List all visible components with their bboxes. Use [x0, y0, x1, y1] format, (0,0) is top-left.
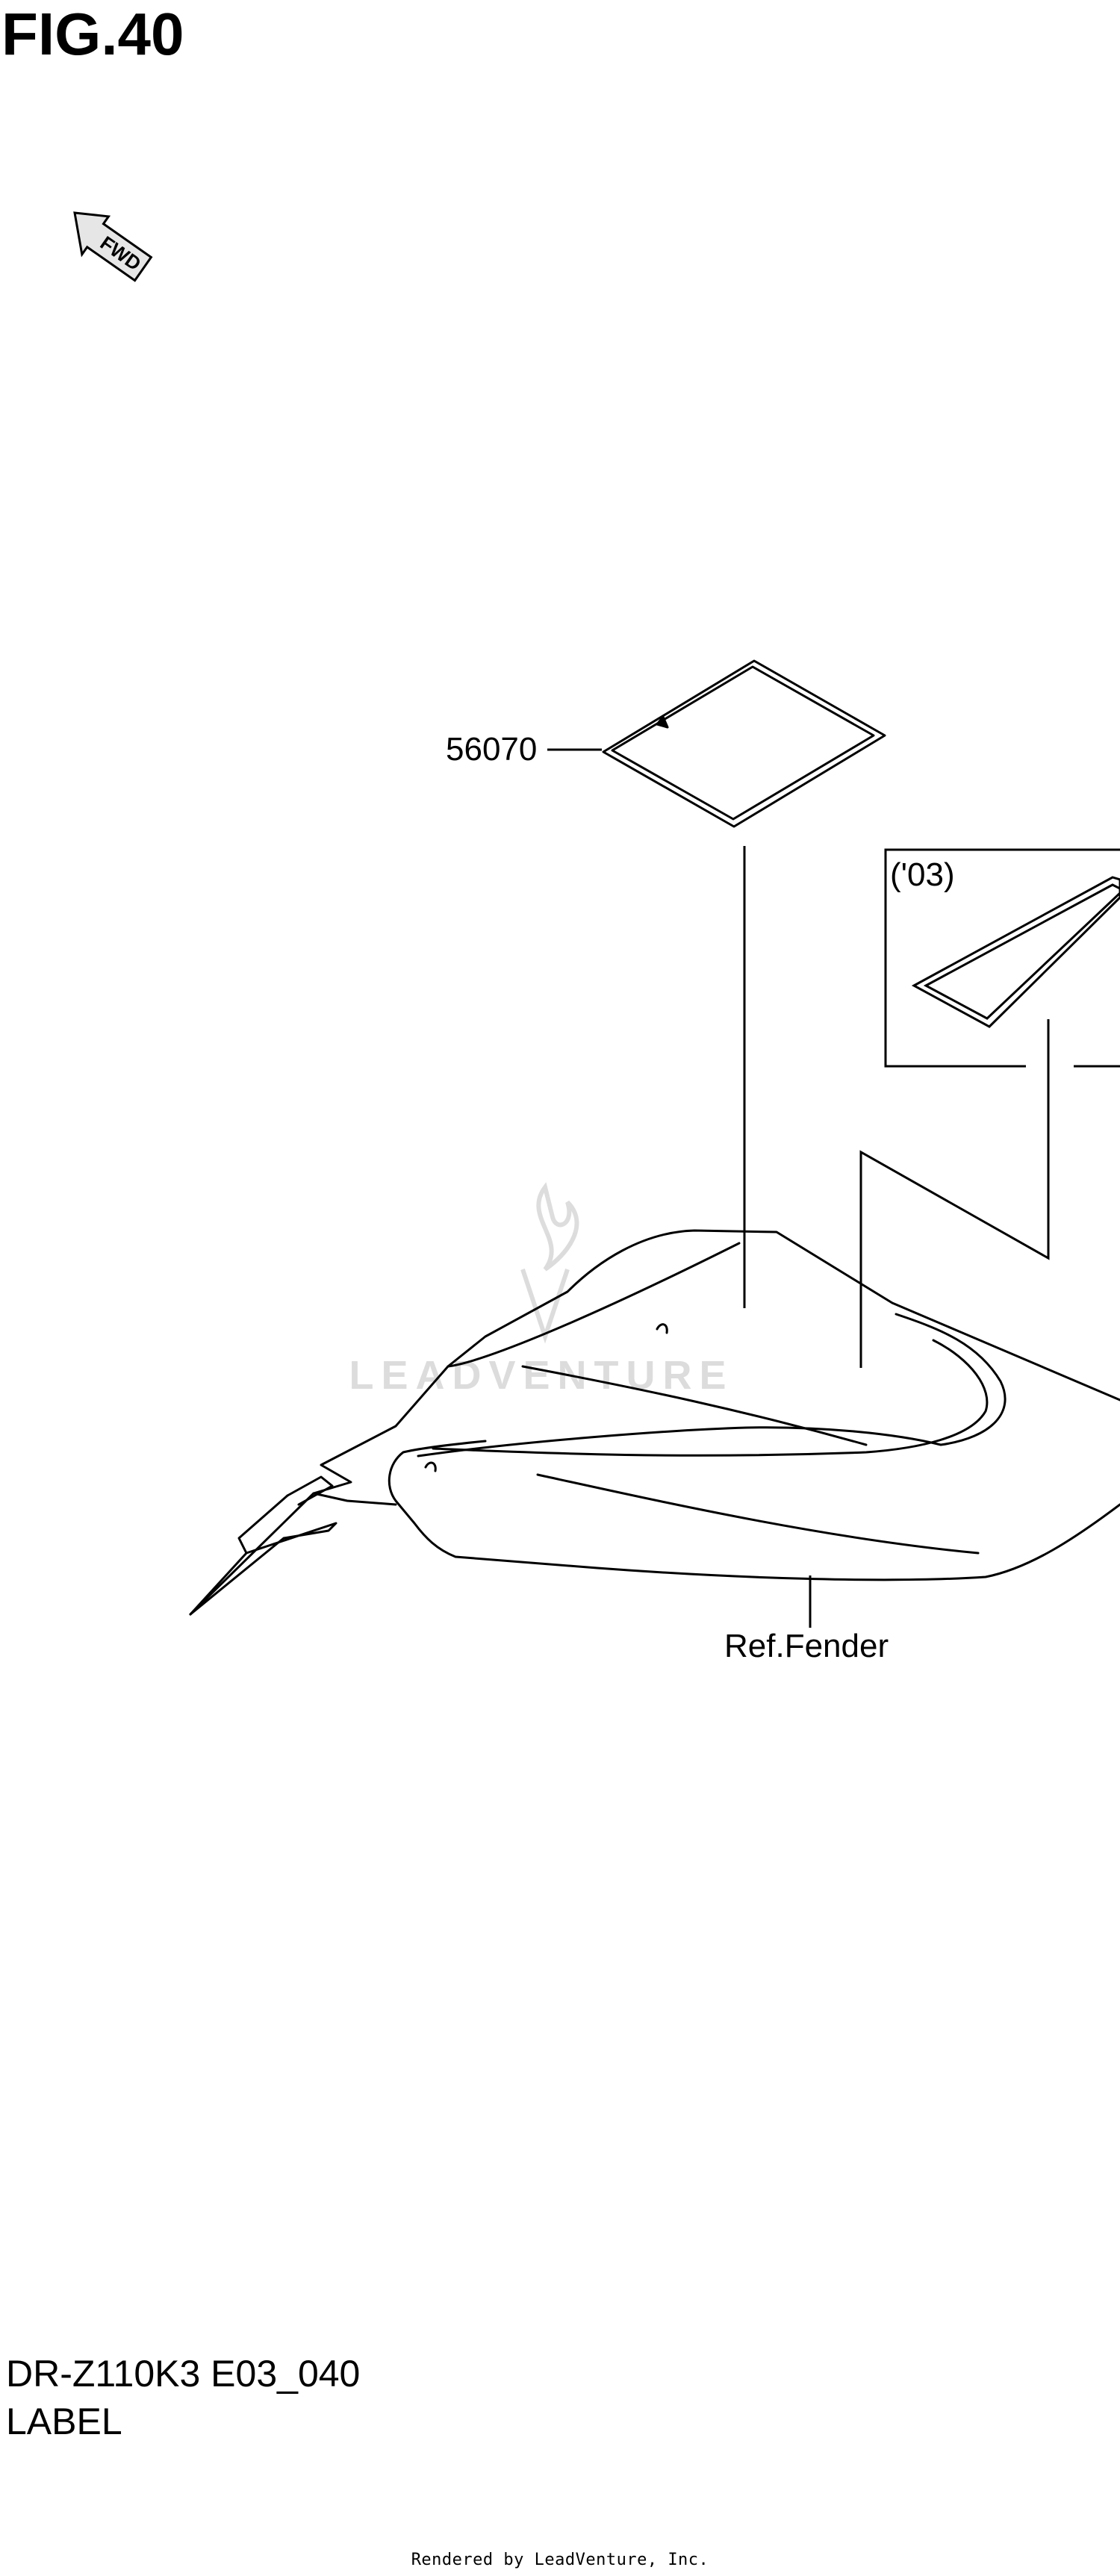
- rendered-by-credit: Rendered by LeadVenture, Inc.: [411, 2551, 709, 2569]
- figure-title: FIG.40: [1, 1, 184, 67]
- watermark-text: LEADVENTURE: [349, 1353, 733, 1398]
- watermark: LEADVENTURE: [349, 1182, 733, 1398]
- section-name: LABEL: [6, 2401, 122, 2442]
- callout-part-56070: 56070: [446, 731, 538, 768]
- leader-year-variant: [859, 1019, 1050, 1368]
- rear-fender-outline: [189, 1229, 1120, 1616]
- callout-year-variant: ('03): [890, 856, 955, 893]
- label-decal-56070: [602, 659, 886, 828]
- year-inset-box: [884, 848, 1120, 1068]
- fwd-arrow-icon: FWD: [73, 211, 153, 282]
- model-code: DR-Z110K3 E03_040: [6, 2353, 361, 2395]
- flame-logo-icon: [520, 1182, 579, 1344]
- callout-ref-fender: Ref.Fender: [724, 1628, 889, 1664]
